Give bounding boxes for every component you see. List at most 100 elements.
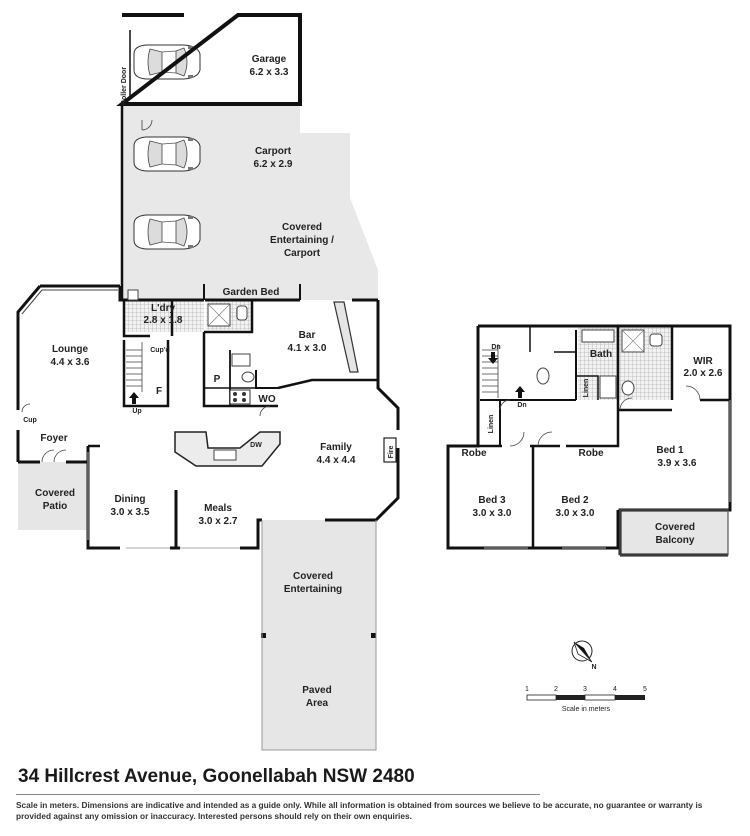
drain-icon	[621, 329, 645, 353]
down-arrow-icon	[488, 352, 498, 364]
covered-entertaining-carport-label-2: Entertaining /	[270, 235, 334, 246]
scale-tick-3: 3	[583, 686, 587, 693]
meals-dims: 3.0 x 2.7	[199, 516, 238, 527]
family-label: Family	[320, 442, 352, 453]
fireplace-icon	[383, 437, 397, 463]
dining-dims: 3.0 x 3.5	[111, 507, 150, 518]
lounge-window	[21, 289, 118, 315]
bath-vanity-icon	[581, 329, 615, 343]
scale-tick-1: 1	[525, 686, 529, 693]
cup-label: Cup	[23, 417, 37, 424]
up-label: Up	[132, 408, 141, 415]
scale-tick-5: 5	[643, 686, 647, 693]
laundry-tub-icon	[127, 289, 139, 301]
sink-icon	[213, 449, 237, 461]
kitchen-island	[174, 431, 281, 467]
scale-bar	[526, 694, 645, 701]
bed3-label: Bed 3	[478, 495, 506, 506]
covered-patio-label-2: Patio	[43, 501, 67, 512]
shower-icon	[599, 375, 617, 399]
paved-area-zone	[262, 638, 376, 750]
posts	[261, 633, 376, 638]
meals-label: Meals	[204, 503, 232, 514]
lounge-label: Lounge	[52, 344, 89, 355]
covered-entertaining-outline	[261, 520, 377, 751]
covered-patio-label-1: Covered	[35, 488, 75, 499]
toilet-icon	[236, 305, 248, 321]
compass-icon	[571, 640, 593, 663]
bed1-label: Bed 1	[656, 445, 684, 456]
wc-icon	[241, 371, 255, 383]
property-address: 34 Hillcrest Avenue, Goonellabah NSW 248…	[18, 766, 415, 787]
covered-balcony-label-2: Balcony	[656, 535, 695, 546]
burner-icon	[233, 398, 237, 402]
lounge-dims: 4.4 x 3.6	[51, 357, 90, 368]
bar-label: Bar	[299, 330, 316, 341]
door-swings	[21, 119, 271, 463]
bed3-dims: 3.0 x 3.0	[473, 508, 512, 519]
paved-area-label-1: Paved	[302, 685, 331, 696]
disclaimer-text: Scale in meters. Dimensions are indicati…	[16, 800, 703, 821]
carport-label: Carport	[255, 146, 292, 157]
covered-entertaining-carport-label-3: Carport	[284, 248, 321, 259]
bath-linen-label: Linen	[583, 379, 590, 398]
fridge-label: F	[156, 386, 162, 397]
first-floor-door-swings	[499, 385, 701, 447]
burner-icon	[242, 398, 246, 402]
up-arrow-icon	[515, 386, 525, 398]
covered-balcony-label-1: Covered	[655, 522, 695, 533]
garage-dims: 6.2 x 3.3	[250, 67, 289, 78]
wir-dims: 2.0 x 2.6	[684, 368, 723, 379]
garage-label: Garage	[252, 54, 287, 65]
first-floor-stairs	[482, 344, 499, 398]
covered-entertaining-zone	[262, 520, 376, 638]
covered-patio-zone	[18, 462, 88, 530]
covered-balcony-zone	[620, 510, 728, 555]
robe-label-2: Robe	[579, 448, 604, 459]
wall-oven-label: WO	[258, 394, 275, 405]
up-arrow-icon	[129, 392, 139, 404]
covered-entertaining-label-2: Entertaining	[284, 584, 342, 595]
bed2-label: Bed 2	[561, 495, 589, 506]
scale-caption: Scale in meters	[562, 706, 611, 713]
bar-dims: 4.1 x 3.0	[288, 343, 327, 354]
bed2-dims: 3.0 x 3.0	[556, 508, 595, 519]
laundry-dims: 2.8 x 1.8	[144, 315, 183, 326]
burner-icon	[233, 392, 237, 396]
down-label-2: Dn	[517, 402, 526, 409]
balcony-rail	[619, 509, 729, 556]
fire-label: Fire	[388, 445, 395, 458]
foyer-label: Foyer	[40, 433, 67, 444]
garden-bed-label: Garden Bed	[223, 287, 280, 298]
shower-drain-icon	[207, 303, 231, 327]
wir-label: WIR	[693, 356, 713, 367]
scale-tick-2: 2	[554, 686, 558, 693]
down-label: Dn	[491, 344, 500, 351]
ensuite-toilet-icon	[649, 333, 663, 347]
carport-dims: 6.2 x 2.9	[254, 159, 293, 170]
robe-label-1: Robe	[462, 448, 487, 459]
family-dims: 4.4 x 4.4	[317, 455, 356, 466]
ground-floor-walls	[16, 13, 400, 550]
pantry-label: P	[214, 374, 221, 385]
vanity-icon	[231, 353, 251, 367]
bar-counter	[333, 301, 359, 373]
burner-icon	[242, 392, 246, 396]
divider	[16, 794, 540, 795]
laundry-tiles	[124, 300, 204, 332]
dishwasher-label: DW	[250, 442, 262, 449]
car-icon	[133, 136, 201, 172]
laundry-label: L'dry	[151, 303, 175, 314]
north-label: N	[591, 664, 596, 671]
dining-label: Dining	[114, 494, 145, 505]
covered-entertaining-label-1: Covered	[293, 571, 333, 582]
scale-tick-4: 4	[613, 686, 617, 693]
covered-entertaining-carport-label-1: Covered	[282, 222, 322, 233]
bed1-dims: 3.9 x 3.6	[658, 458, 697, 469]
toilet-icon	[536, 367, 550, 385]
linen-label: Linen	[488, 415, 495, 434]
paved-area-label-2: Area	[306, 698, 329, 709]
car-icon	[133, 214, 201, 250]
cooktop-icon	[229, 389, 251, 405]
